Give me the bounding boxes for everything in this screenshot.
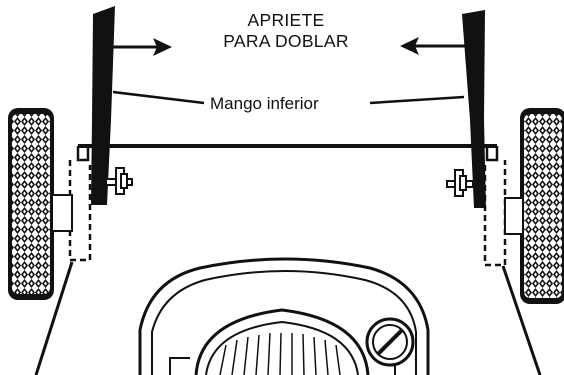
- right-lower-handle: [462, 10, 486, 208]
- instruction-line-1: APRIETE: [247, 10, 325, 30]
- recoil-starter: [205, 320, 359, 375]
- lower-handle-label: Mango inferior: [210, 94, 319, 113]
- squeeze-instruction: APRIETE PARA DOBLAR: [196, 10, 376, 52]
- fuel-cap: [365, 317, 415, 367]
- engine-base-left: [169, 357, 190, 375]
- squeeze-arrow-right: [400, 37, 467, 55]
- deck-left-edge: [34, 261, 74, 375]
- right-bolt: [446, 169, 474, 197]
- squeeze-arrow-left: [113, 38, 172, 56]
- leader-line-left: [112, 90, 205, 105]
- engine-shroud: [138, 257, 430, 375]
- left-lower-handle: [91, 6, 115, 205]
- left-wheel: [8, 108, 73, 300]
- engine-shroud-inner: [151, 270, 417, 375]
- deck-right-edge: [501, 265, 542, 375]
- right-bracket: [483, 146, 507, 267]
- engine-top: [194, 308, 370, 375]
- left-bolt: [105, 167, 133, 195]
- leader-line-right: [369, 95, 465, 105]
- right-wheel: [504, 108, 564, 304]
- starter-grille: [219, 332, 341, 375]
- instruction-line-2: PARA DOBLAR: [223, 31, 349, 51]
